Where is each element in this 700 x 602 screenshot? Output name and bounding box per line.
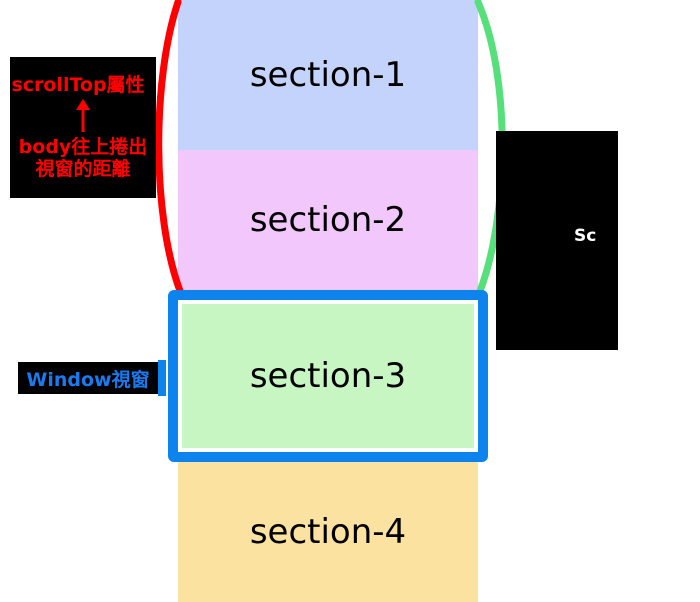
window-callout-connector bbox=[158, 360, 166, 396]
up-arrow-icon bbox=[76, 99, 90, 133]
window-callout: Window視窗 bbox=[18, 362, 158, 394]
section-4-block: section-4 bbox=[178, 462, 478, 602]
red-arc bbox=[155, 0, 184, 295]
scrollheight-callout: Sc bbox=[496, 131, 618, 350]
window-callout-label: Window視窗 bbox=[26, 368, 150, 391]
section-3-block: section-3 bbox=[182, 304, 474, 448]
window-viewport-frame: section-3 bbox=[168, 290, 488, 462]
scrolltop-desc-line2: 視窗的距離 bbox=[35, 157, 131, 180]
scrolltop-callout: scrollTop屬性 body往上捲出 視窗的距離 bbox=[10, 57, 156, 198]
section-2-block: section-2 bbox=[178, 150, 478, 290]
section-4-label: section-4 bbox=[249, 512, 407, 552]
section-2-label: section-2 bbox=[249, 200, 407, 240]
scrolltop-desc-line1: body往上捲出 bbox=[18, 136, 148, 159]
scrollheight-label: Sc bbox=[574, 226, 597, 246]
section-1-label: section-1 bbox=[249, 55, 407, 95]
section-1-block: section-1 bbox=[178, 0, 478, 150]
scrolltop-title: scrollTop屬性 bbox=[11, 74, 145, 97]
section-3-label: section-3 bbox=[249, 356, 407, 396]
